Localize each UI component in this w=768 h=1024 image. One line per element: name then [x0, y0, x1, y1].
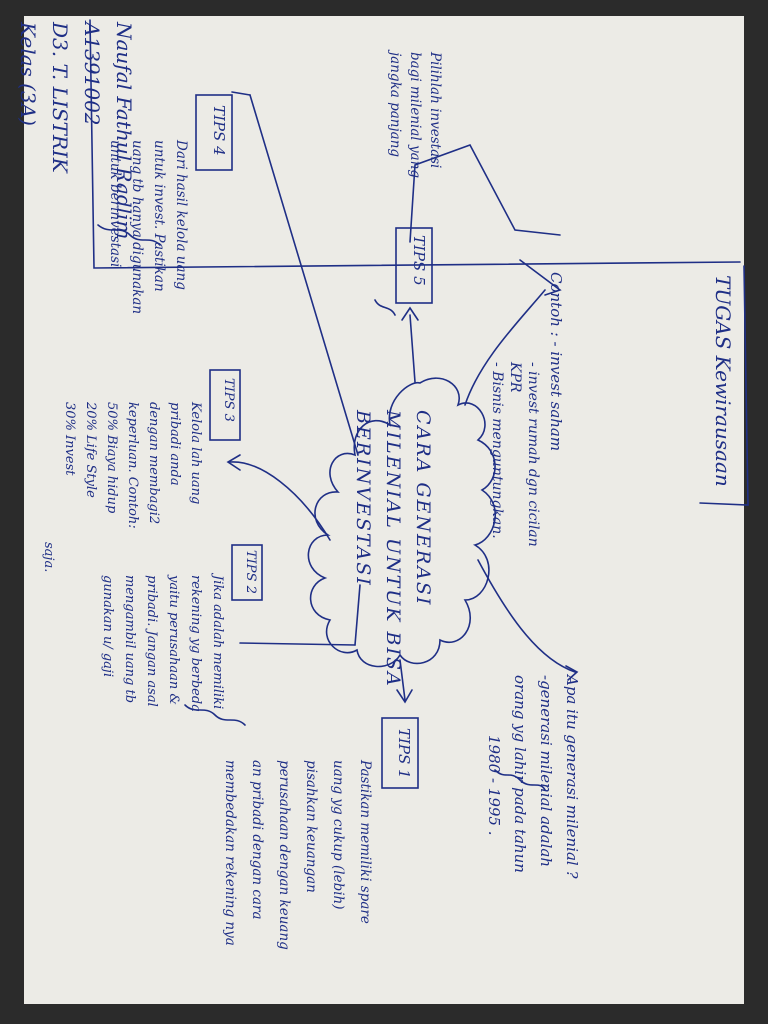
- contoh-item-2b: KPR: [507, 362, 523, 393]
- center-line-1: CARA GENERASI: [412, 410, 434, 607]
- tips3-line-3: dengan membagi2: [146, 402, 161, 525]
- student-class: Kelas (3A): [16, 22, 40, 126]
- link-tips3: [229, 461, 331, 541]
- apa-answer-1: -generasi milenial adalah: [537, 675, 555, 868]
- contoh-items: - invest rumah dgn cicilan KPR - Bisnis …: [488, 362, 542, 547]
- tips1-text: Pastikan memiliki spare uang yg cukup (l…: [216, 760, 378, 950]
- tips5-box: [395, 227, 433, 304]
- tips5-text: Pilihlah investasi bagi milenial yang ja…: [385, 52, 445, 178]
- tips3-label: TIPS 3: [221, 378, 236, 422]
- tips3-box: [209, 369, 241, 441]
- tips5-line-3: jangka panjang: [387, 52, 403, 158]
- link-tips4: [249, 94, 359, 456]
- tips1-line-4: perusahaan dengan keuang: [276, 760, 292, 950]
- tips1-line-3: pisahkan keuangan: [303, 760, 319, 893]
- link-tips5: [409, 314, 416, 383]
- tips2-line-3: yaitu perusahaan &: [166, 575, 181, 705]
- tips4-line-3: uang tb hanya digunakan: [129, 140, 145, 315]
- link-tips1: [399, 659, 406, 701]
- tips2-box: [231, 544, 263, 601]
- assignment-title: TUGAS Kewirausaan: [711, 275, 735, 487]
- center-cloud: [307, 377, 497, 668]
- tips2-line-6: gunakan u/ gaji: [100, 575, 115, 678]
- student-program: D3. T. LISTRIK: [48, 22, 72, 173]
- tips2-line-2: rekening yg berbeda: [188, 575, 203, 712]
- tips2-line-4: pribadi. Jangan asal: [144, 575, 159, 707]
- contoh-item-3: - Bisnis menguntungkan.: [489, 362, 505, 539]
- center-line-2: MILENIAL UNTUK BISA: [382, 410, 404, 688]
- apa-answer-2: orang yg lahir pada tahun: [511, 675, 529, 873]
- apa-answer-3: 1980 - 1995 .: [485, 735, 503, 836]
- tips1-box: [381, 717, 419, 789]
- tips2-label: TIPS 2: [243, 550, 258, 594]
- center-line-3: BERINVESTASI: [352, 410, 374, 587]
- contoh-label: Contoh : - invest saham: [547, 272, 565, 452]
- contoh-item-2: - invest rumah dgn cicilan: [525, 362, 541, 547]
- tips5-line-2: bagi milenial yang: [407, 52, 423, 179]
- tips4-line-2: untuk invest. Pastikan: [151, 140, 167, 292]
- tips1-line-1: Pastikan memiliki spare: [357, 760, 373, 924]
- tips3-line-6: 20% Life Style: [83, 402, 98, 498]
- tips3-line-7: 30% Invest: [62, 402, 77, 476]
- tips3-text: Kelola lah uang pribadi anda dengan memb…: [38, 402, 206, 572]
- assignment-border: [699, 265, 749, 506]
- tips5-line-1: Pilihlah investasi: [427, 52, 443, 169]
- tips1-line-2: uang yg cukup (lebih): [330, 760, 346, 910]
- apa-question: Apa itu generasi milenial ?: [563, 675, 581, 879]
- tips4-box: [195, 94, 233, 171]
- tips3-line-5: 50% Biaya hidup: [104, 402, 119, 514]
- tips3-line-8: saja.: [41, 542, 56, 573]
- tips3-line-2: pribadi anda: [167, 402, 182, 486]
- contoh-block: Contoh : - invest saham: [547, 272, 565, 451]
- tips4-line-4: untuk berinvestasi: [107, 140, 123, 268]
- link-apa: [477, 559, 576, 673]
- link-tips2: [239, 642, 356, 646]
- tips2-line-5: mengambil uang tb: [122, 575, 137, 704]
- apa-block: Apa itu generasi milenial ? -generasi mi…: [481, 675, 585, 879]
- tips1-line-5: an pribadi dengan cara: [249, 760, 265, 920]
- tips1-label: TIPS 1: [395, 728, 413, 779]
- tips4-text: Dari hasil kelola uang untuk invest. Pas…: [104, 140, 192, 314]
- tips2-line-1: Jika adalah memiliki: [210, 575, 225, 710]
- tips3-line-1: Kelola lah uang: [188, 402, 203, 505]
- tips4-label: TIPS 4: [210, 105, 228, 156]
- tips4-line-1: Dari hasil kelola uang: [173, 140, 189, 290]
- tips2-text: Jika adalah memiliki rekening yg berbeda…: [96, 575, 228, 712]
- center-topic: CARA GENERASI MILENIAL UNTUK BISA BERINV…: [348, 410, 438, 688]
- tips3-line-4: keperluan. Contoh:: [125, 402, 140, 529]
- paper-sheet: [24, 16, 744, 1004]
- link-contoh: [464, 289, 546, 406]
- tips5-label: TIPS 5: [410, 235, 428, 286]
- tips1-line-6: membedakan rekening nya: [222, 760, 238, 946]
